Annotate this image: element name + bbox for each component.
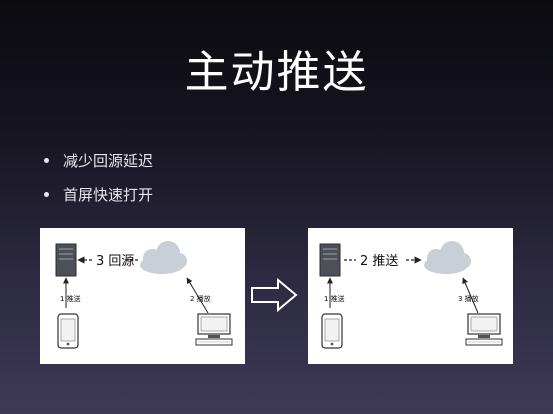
phone-icon [57,313,79,349]
diagram-left-svg: 3 回源 1 推送 2 播放 [55,241,233,349]
bullet-text: 首屏快速打开 [63,185,154,204]
cloud-icon [140,241,187,274]
cloud-icon [424,241,471,274]
phone-icon [321,313,343,349]
transition-arrow-icon [251,278,298,312]
phone-label: 1 推送 [60,294,81,303]
desktop-pc-icon [465,313,503,346]
bullet-item: 首屏快速打开 [44,184,153,204]
diagram-panel-left: 3 回源 1 推送 2 播放 [40,228,245,364]
slide-title: 主动推送 [184,47,369,98]
server-icon [55,243,77,277]
bullet-item: 减少回源延迟 [44,150,153,170]
server-icon [319,243,341,277]
diagram-panel-right: 2 推送 1 推送 3 播放 [308,228,513,364]
bullet-list: 减少回源延迟 首屏快速打开 [44,150,153,218]
desktop-pc-icon [195,313,233,346]
arrow-pc-cloud [462,277,479,314]
pc-label: 2 播放 [190,294,211,303]
diagram-right-svg: 2 推送 1 推送 3 播放 [319,241,503,349]
main-label: 3 回源 [96,254,134,269]
bullet-dot-icon [44,191,49,197]
pc-label: 3 播放 [458,294,479,303]
phone-label: 1 推送 [324,294,345,303]
bullet-dot-icon [44,157,49,163]
main-label: 2 推送 [360,254,398,269]
arrow-pc-cloud [186,277,209,314]
bullet-text: 减少回源延迟 [63,151,154,170]
